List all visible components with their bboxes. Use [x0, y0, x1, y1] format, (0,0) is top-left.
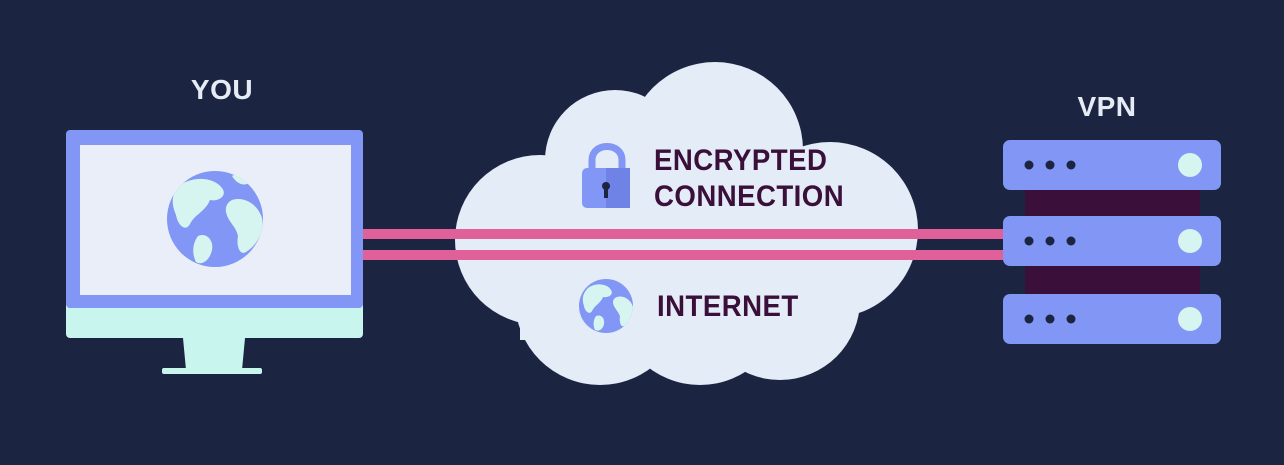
encrypted-connection-label: ENCRYPTED CONNECTION — [654, 143, 844, 215]
globe-icon — [167, 171, 263, 267]
server-icon — [1003, 140, 1221, 190]
monitor-stand — [183, 338, 245, 370]
server-icon — [1003, 216, 1221, 266]
monitor-foot — [162, 368, 262, 374]
lock-icon — [582, 143, 630, 208]
tunnel-line-bottom — [360, 250, 1010, 260]
server-icon — [1003, 294, 1221, 344]
vpn-label: VPN — [1077, 91, 1137, 122]
tunnel-line-top — [360, 229, 1010, 239]
encrypted-label-line1: ENCRYPTED — [654, 144, 828, 177]
cloud-icon — [455, 62, 918, 385]
internet-label: INTERNET — [657, 290, 799, 323]
monitor-chin — [66, 300, 363, 338]
encrypted-tunnel — [360, 229, 1010, 260]
globe-icon — [579, 279, 633, 333]
encrypted-label-line2: CONNECTION — [654, 180, 845, 213]
you-label: YOU — [190, 74, 254, 105]
